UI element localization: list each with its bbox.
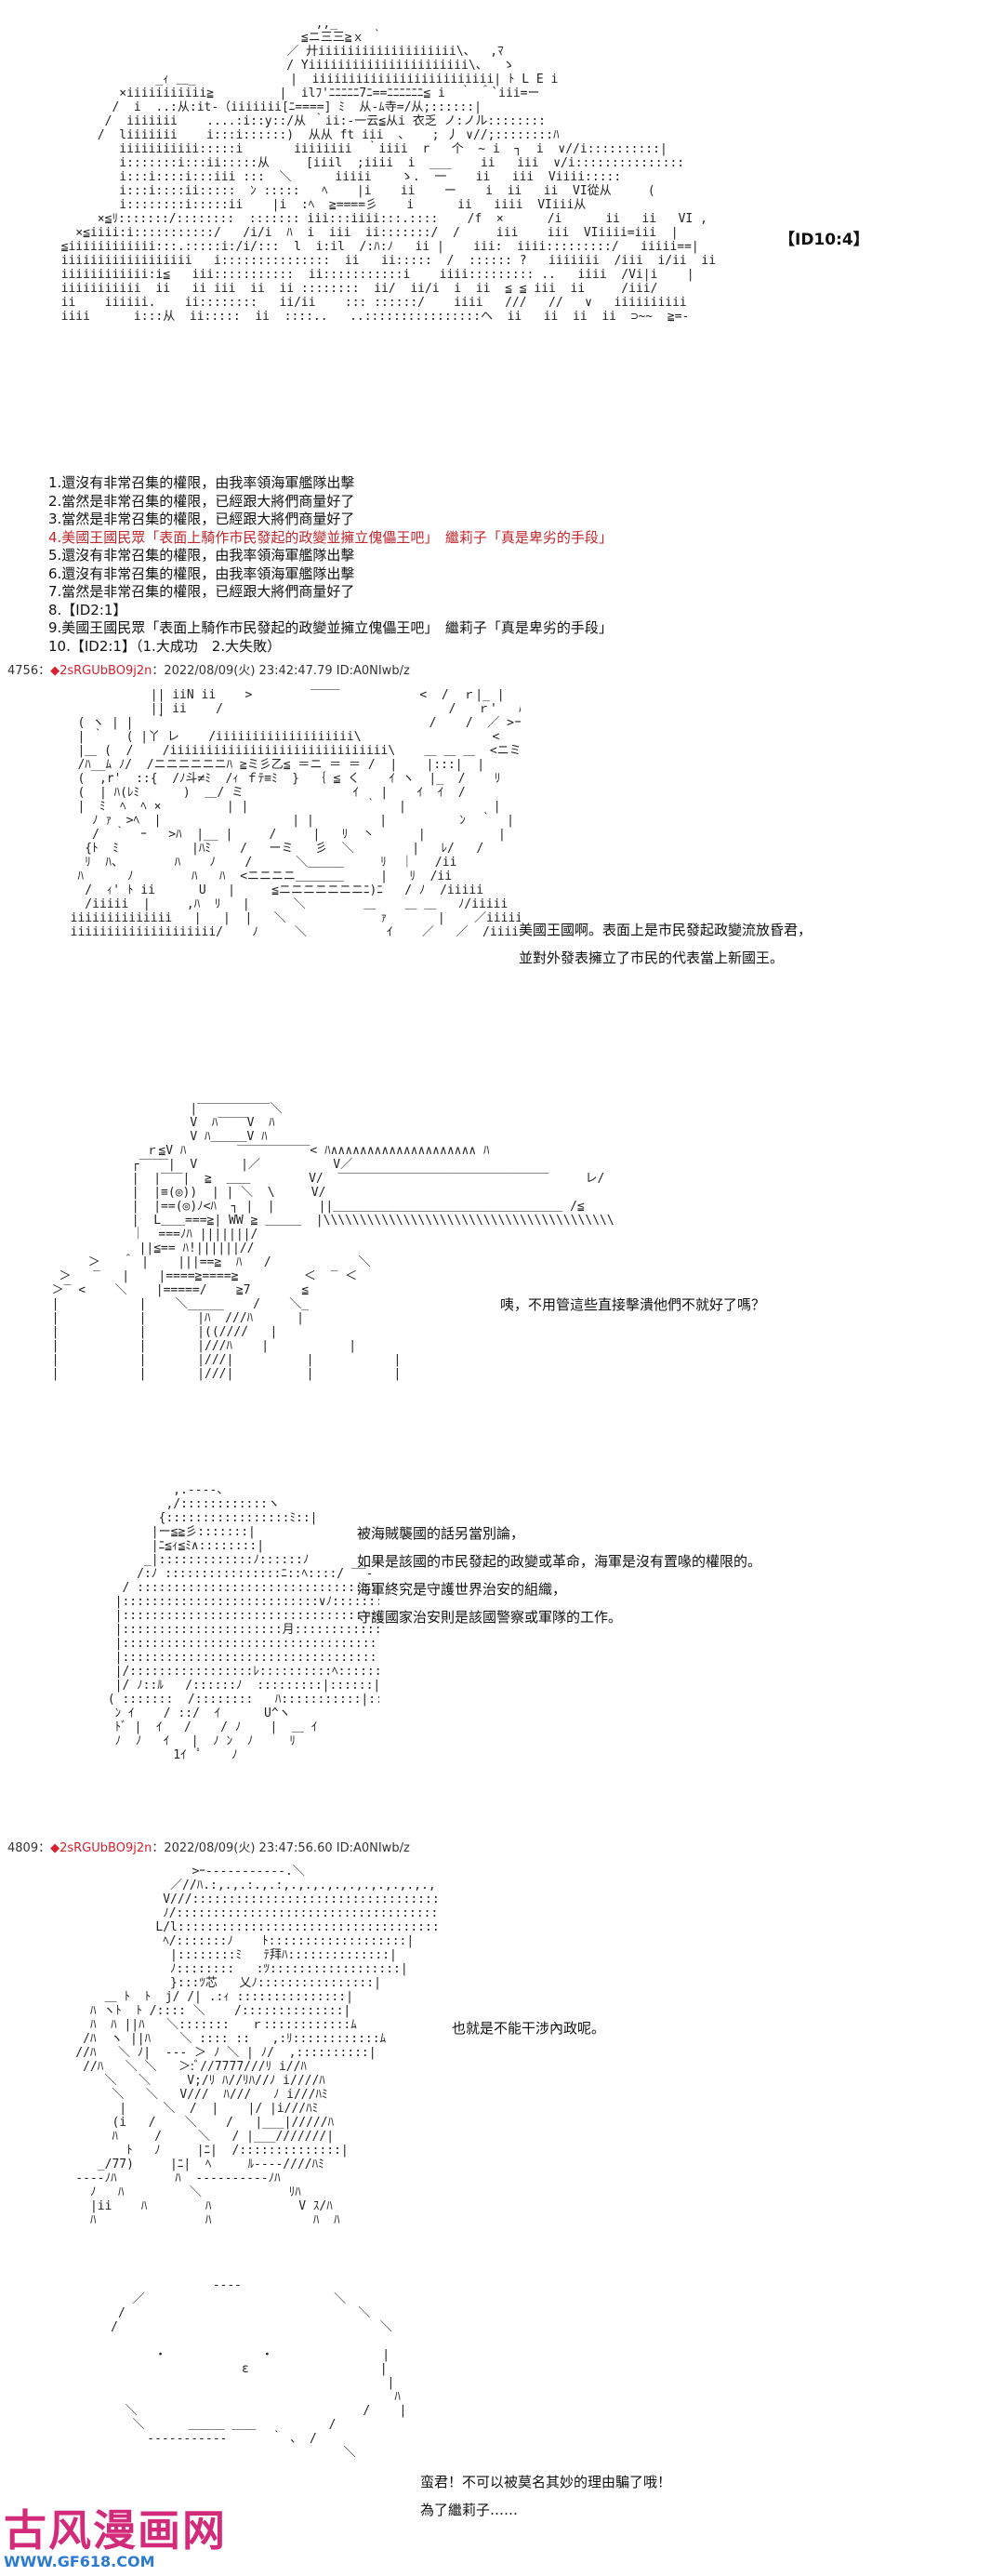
option-list: 1.還沒有非常召集的權限，由我率領海軍艦隊出擊 2.當然是非常召集的權限，已經跟… [48, 474, 755, 656]
dialog-block-2: 咦，不用管這些直接擊潰他們不就好了嗎？ [500, 1291, 765, 1319]
option-line-6: 6.還沒有非常召集的權限，由我率領海軍艦隊出擊 [48, 564, 355, 582]
post-header-4809: 4809：◆2sRGUbBO9j2n：2022/08/09(火) 23:47:5… [7, 1841, 410, 1855]
dialog-line: 美國王國啊。表面上是市民發起政變流放昏君， [519, 922, 812, 938]
site-watermark: 古风漫画网 WWW.GF618.COM [4, 2497, 227, 2570]
dialog-line: 蛮君！不可以被莫名其妙的理由騙了哦！ [420, 2474, 672, 2490]
dialog-block-5: 蛮君！不可以被莫名其妙的理由騙了哦！ 為了繼莉子…… [420, 2468, 671, 2524]
option-line-9: 9.美國王國民眾「表面上騎作市民發起的政變並擁立傀儡王吧」 繼莉子「真是卑劣的手… [48, 619, 613, 636]
ascii-art-bottom-figure: ‐‐‐‐ ／ ＼ / ＼ ,.-. / ＼ ﾍ ﾉ | [111, 2278, 407, 2460]
poster-name[interactable]: 2sRGUbBO9j2n [59, 664, 152, 678]
ascii-art-soldier: |‾‾‾‾‾‾‾‾‾‾＼ V ﾊ‾‾‾‾V ﾊ V ﾊ＿＿＿V ﾊ ｒ≦V ﾊ … [51, 1102, 614, 1381]
watermark-url: WWW.GF618.COM [4, 2553, 155, 2570]
ascii-art-king-figure: || iiN ii > ‾‾‾‾ < / ｒ|_ | ィ≡ ゞ | || ii … [70, 688, 521, 939]
post-number: 4756 [7, 664, 39, 678]
option-line-2: 2.當然是非常召集的權限，已經跟大將們商量好了 [48, 492, 355, 510]
dialog-block-4: 也就是不能干涉內政呢。 [452, 2014, 605, 2042]
dialog-line: 守護國家治安則是該國警察或軍隊的工作。 [357, 1609, 623, 1626]
ascii-art-seated-admiral: >ｰ‐‐‐‐‐‐‐‐‐‐‐.＼ ／//ﾊ.:,.,.:.,.:,.,.,.,.,… [75, 1865, 437, 2227]
post-meta: ：2022/08/09(火) 23:42:47.79 ID:A0NIwb/z [152, 664, 410, 678]
post-meta: ：2022/08/09(火) 23:47:56.60 ID:A0NIwb/z [152, 1841, 410, 1855]
option-line-10: 10.【ID2:1】（1.大成功 2.大失敗） [48, 637, 282, 655]
id-tag: 【ID10:4】 [779, 231, 869, 249]
post-header-4756: 4756：◆2sRGUbBO9j2n：2022/08/09(火) 23:42:4… [7, 664, 410, 678]
ascii-art-admiral: ,.-‐‐‐、 ,/::::::::::::ヽ {:::::::::::::::… [107, 1483, 379, 1762]
dialog-block-3: 被海賊襲國的話另當別論， 如果是該國的市民發起的政變或革命，海軍是沒有置喙的權限… [357, 1520, 761, 1631]
dialog-block-1: 美國王國啊。表面上是市民發起政變流放昏君， 並對外發表擁立了市民的代表當上新國王… [519, 916, 812, 972]
dialog-line: 如果是該國的市民發起的政變或革命，海軍是沒有置喙的權限的。 [357, 1553, 762, 1570]
dialog-line: 並對外發表擁立了市民的代表當上新國王。 [519, 949, 785, 966]
watermark-logo-text: 古风漫画网 [4, 2505, 227, 2556]
poster-name[interactable]: 2sRGUbBO9j2n [59, 1841, 152, 1855]
dialog-line: 為了繼莉子…… [420, 2502, 519, 2518]
dialog-line: 咦，不用管這些直接擊潰他們不就好了嗎？ [500, 1296, 766, 1313]
option-line-3: 3.當然是非常召集的權限，已經跟大將們商量好了 [48, 511, 355, 527]
dialog-line: 海軍終究是守護世界治安的組織， [357, 1581, 567, 1598]
option-line-4: 4.美國王國民眾「表面上騎作市民發起的政變並擁立傀儡王吧」 繼莉子「真是卑劣的手… [48, 528, 613, 546]
dialog-line: 被海賊襲國的話另當別論， [357, 1525, 525, 1542]
post-number: 4809 [7, 1841, 39, 1855]
trip-diamond-icon: ◆ [50, 1841, 60, 1855]
dialog-line: 也就是不能干涉內政呢。 [452, 2020, 606, 2037]
trip-diamond-icon: ◆ [50, 664, 60, 678]
option-line-7: 7.當然是非常召集的權限，已經跟大將們商量好了 [48, 583, 355, 600]
option-line-1: 1.還沒有非常召集的權限，由我率領海軍艦隊出擊 [48, 474, 355, 491]
option-line-8: 8.【ID2:1】 [48, 601, 127, 618]
option-line-5: 5.還沒有非常召集的權限，由我率領海軍艦隊出擊 [48, 547, 355, 564]
ascii-art-crowd: ,,_ ≦ニ三三≧ｘ ｀ ／ 廾iiiiiiiiiiiiiiiiiii\、 ,ﾏ… [60, 17, 716, 324]
